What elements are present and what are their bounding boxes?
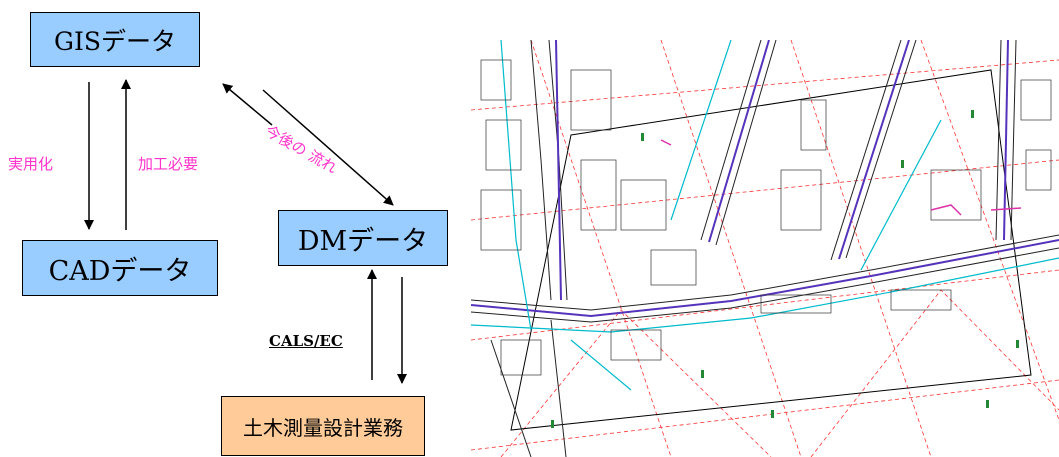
map-frame <box>510 69 1032 431</box>
magenta-accent-lines <box>660 139 1022 216</box>
processing-required-label: 加工必要 <box>138 155 199 173</box>
gis-to-dm-arrow <box>262 89 394 206</box>
cyan-utility-lines <box>471 40 1059 391</box>
cad-data-box: CADデータ <box>22 240 218 296</box>
gis-data-box: GISデータ <box>30 12 200 67</box>
practical-use-label: 実用化 <box>8 155 54 173</box>
flow-arrows <box>84 79 407 384</box>
road-edge-lines <box>471 40 1059 318</box>
dm-to-gis-arrow <box>222 83 273 126</box>
building-outlines <box>480 59 1052 376</box>
civil-survey-design-box: 土木測量設計業務 <box>221 396 425 456</box>
street-lines <box>471 40 1059 457</box>
cals-ec-label: CALS/EC <box>269 332 343 350</box>
dm-data-box: DMデータ <box>278 210 448 266</box>
sheet-grid-lines <box>471 40 1059 457</box>
dm-map-drawing <box>471 40 1059 457</box>
survey-markers <box>551 110 1019 428</box>
